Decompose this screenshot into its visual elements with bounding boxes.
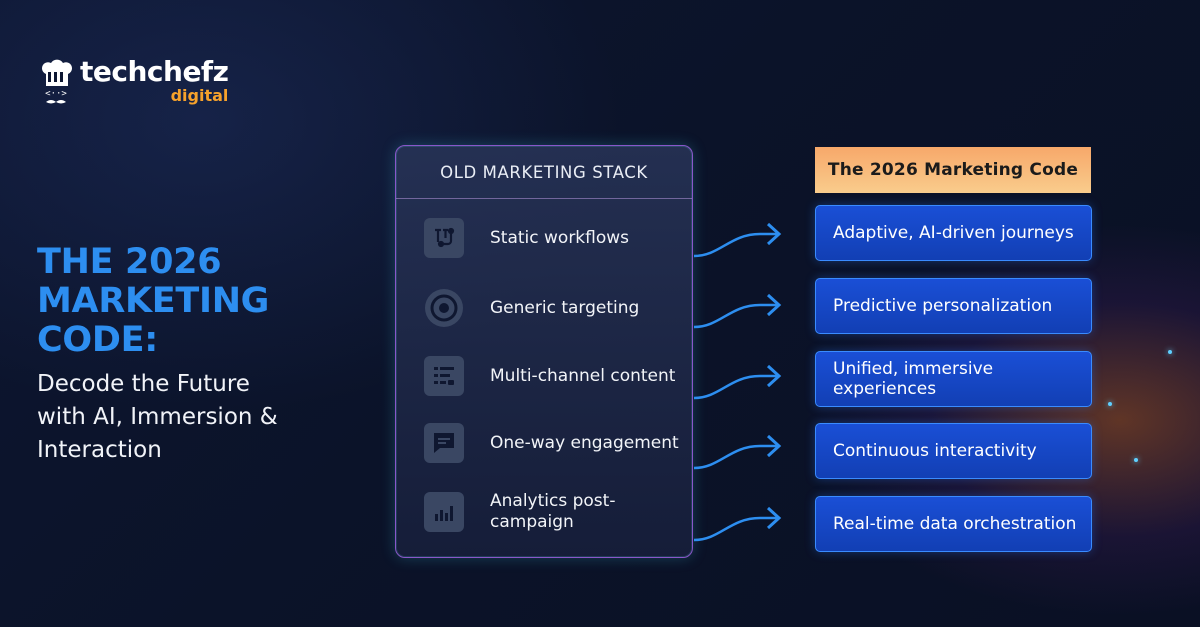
decorative-dot	[1108, 402, 1112, 406]
subheadline-line-3: Interaction	[37, 437, 162, 463]
new-code-card: Unified, immersive experiences	[815, 351, 1092, 407]
new-code-card: Predictive personalization	[815, 278, 1092, 334]
brand-logo: <··> techchefz digital	[36, 55, 229, 108]
bar-chart-icon	[424, 492, 464, 532]
new-code-card: Continuous interactivity	[815, 423, 1092, 479]
old-stack-item: Static workflows	[424, 218, 690, 258]
old-stack-item-label: One-way engagement	[490, 432, 679, 453]
arrow-icon	[693, 222, 782, 258]
headline-block: THE 2026 MARKETING CODE: Decode the Futu…	[37, 243, 377, 467]
subheadline-line-1: Decode the Future	[37, 371, 250, 397]
old-stack-item-label: Static workflows	[490, 227, 630, 248]
old-stack-item: Generic targeting	[424, 288, 690, 328]
arrow-icon	[693, 506, 782, 542]
headline-line-1: THE 2026	[37, 242, 222, 282]
chat-bubble-icon	[424, 423, 464, 463]
arrow-icon	[693, 293, 782, 329]
content-list-icon	[424, 356, 464, 396]
new-code-card: Real-time data orchestration	[815, 496, 1092, 552]
old-stack-item-label: Analytics post-campaign	[490, 491, 616, 532]
new-code-title: The 2026 Marketing Code	[815, 147, 1091, 193]
decorative-dot	[1134, 458, 1138, 462]
chef-hat-icon: <··>	[41, 59, 73, 104]
old-stack-item: Multi-channel content	[424, 356, 690, 396]
old-stack-item-label: Generic targeting	[490, 297, 640, 318]
brand-sub: digital	[170, 86, 229, 105]
old-stack-item-label: Multi-channel content	[490, 365, 676, 386]
target-icon	[424, 288, 464, 328]
arrow-icon	[693, 364, 782, 400]
headline-line-2: MARKETING CODE:	[37, 281, 270, 360]
old-stack-item: One-way engagement	[424, 423, 690, 463]
old-stack-title: OLD MARKETING STACK	[396, 146, 692, 199]
old-stack-panel: OLD MARKETING STACK Static workflows Gen…	[395, 145, 693, 558]
svg-text:<··>: <··>	[45, 89, 67, 99]
brand-name: techchefz	[80, 55, 229, 88]
old-stack-item: Analytics post-campaign	[424, 491, 690, 533]
workflow-icon	[424, 218, 464, 258]
new-code-card: Adaptive, AI-driven journeys	[815, 205, 1092, 261]
subheadline-line-2: with AI, Immersion &	[37, 404, 278, 430]
arrow-icon	[693, 434, 782, 470]
decorative-dot	[1168, 350, 1172, 354]
